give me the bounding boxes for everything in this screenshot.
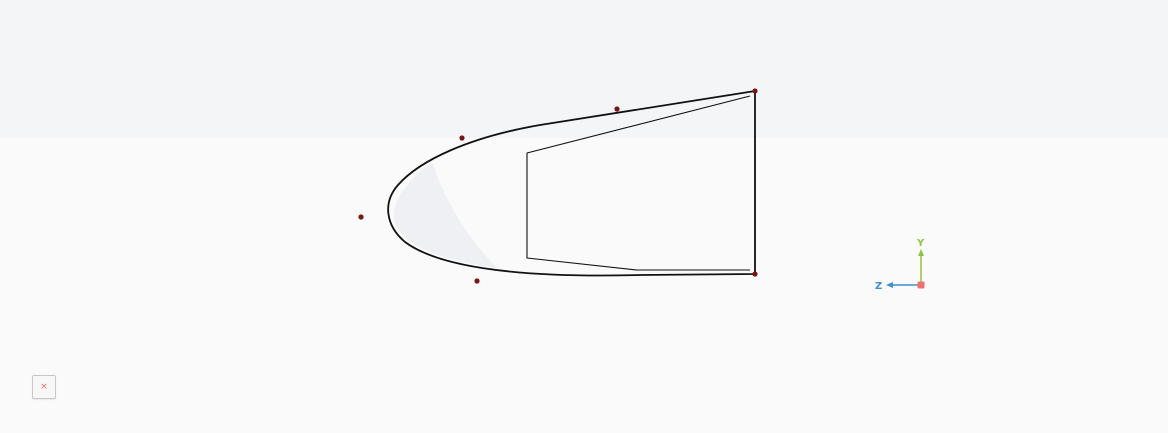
viewport-background-band [0, 0, 1168, 138]
control-point[interactable] [459, 135, 465, 141]
control-point[interactable] [614, 106, 620, 112]
close-icon: × [40, 381, 48, 392]
inner-profile[interactable] [526, 95, 751, 271]
close-sketch-button[interactable]: × [32, 375, 56, 399]
orientation-triad: Y Z [875, 238, 925, 292]
z-axis-label: Z [875, 281, 882, 292]
y-axis-label: Y [916, 238, 925, 249]
triad-origin [917, 281, 925, 289]
control-point[interactable] [752, 88, 758, 94]
nose-shading [393, 162, 497, 268]
z-axis-arrow-icon [886, 282, 893, 288]
control-point[interactable] [752, 271, 758, 277]
control-point[interactable] [474, 278, 480, 284]
y-axis-arrow-icon [918, 249, 924, 256]
outer-spline-profile[interactable] [387, 90, 756, 277]
control-point[interactable] [358, 214, 364, 220]
